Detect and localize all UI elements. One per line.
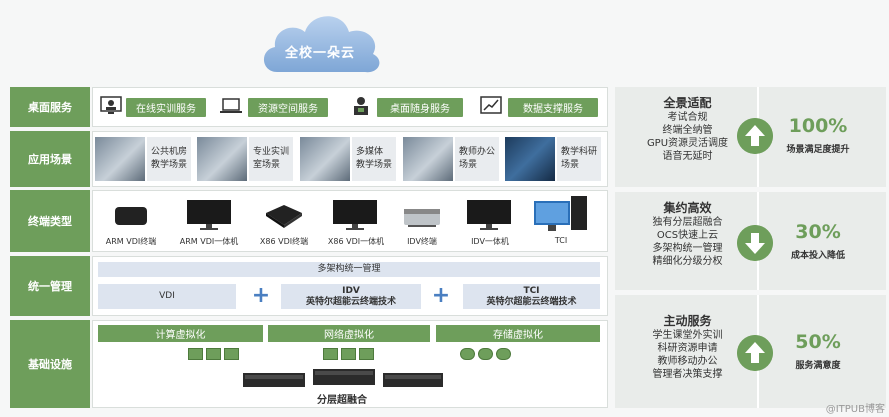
panel-2-percent: 30% [795,221,841,243]
panel-3-line: 管理者决策支撑 [652,369,723,380]
panel-3-percent: 50% [795,331,841,353]
arrow-down-icon [737,225,773,261]
panel-1-text: 全景适配 考试合规 终端全纳管 GPU资源灵活调度 语音无延时 [620,95,755,163]
scene-public-computer-room: 公共机房教学场景 [147,137,192,181]
network-chip-icon [341,348,356,360]
multi-arch-unified-management: 多架构统一管理 [98,262,600,277]
device-arm-vdi-all-in-one: ARM VDI一体机 [179,237,239,246]
user-desktop-icon [354,97,368,115]
device-x86-vdi-all-in-one: X86 VDI一体机 [327,237,385,246]
arm-vdi-monitor-icon [187,200,231,230]
panel-2-line: 精细化分级分权 [652,256,723,267]
x86-vdi-monitor-icon [333,200,377,230]
training-room-photo [197,137,247,181]
multimedia-classroom-photo [300,137,350,181]
service-online-training: 在线实训服务 [126,98,206,117]
panel-3-line: 科研资源申请 [657,343,718,354]
panel-1-line: 终端全纳管 [662,125,713,136]
server-rack-icon [243,369,443,387]
panel-1-result: 场景满足度提升 [786,145,850,155]
compute-virtualization: 计算虚拟化 [98,325,263,342]
device-idv-terminal: IDV终端 [407,237,437,246]
tci-workstation-icon [534,196,587,231]
cpu-chip-icon [224,348,239,360]
panel-3-line: 学生课堂外实训 [652,330,723,341]
panel-2-result: 成本投入降低 [790,251,845,261]
row-label-terminal-types: 终端类型 [10,190,90,252]
storage-virtualization: 存储虚拟化 [436,325,600,342]
row-label-application-scenarios: 应用场景 [10,131,90,187]
idv-monitor-icon [467,200,511,230]
storage-disk-icon [496,348,511,360]
panel-2-line: 独有分层超融合 [652,217,723,228]
device-idv-all-in-one: IDV一体机 [471,237,509,246]
laptop-icon [220,98,242,113]
panel-3-line: 教师移动办公 [657,356,718,367]
online-training-icon [100,96,122,114]
data-chart-icon [480,96,502,114]
scene-research-teaching: 教学科研场景 [557,137,602,181]
device-tci: TCI [554,236,568,245]
panel-1-percent: 100% [788,115,848,137]
idv-box-icon [404,209,440,227]
scene-multimedia-classroom: 多媒体教学场景 [352,137,397,181]
arrow-up-icon [737,118,773,154]
teacher-office-photo [403,137,453,181]
device-x86-vdi-terminal: X86 VDI终端 [259,237,309,246]
plus-icon: + [431,283,451,308]
service-portable-desktop: 桌面随身服务 [377,98,463,117]
cpu-chip-icon [188,348,203,360]
network-virtualization: 网络虚拟化 [268,325,430,342]
service-resource-space: 资源空间服务 [248,98,328,117]
public-computer-room-photo [95,137,145,181]
storage-disk-icon [460,348,475,360]
mgmt-vdi: VDI [98,284,236,309]
cloud-shape [263,16,380,73]
cpu-chip-icon [206,348,221,360]
panel-3-title: 主动服务 [663,314,712,328]
panel-1-line: 语音无延时 [662,151,713,162]
panel-2-text: 集约高效 独有分层超融合 OCS快速上云 多架构统一管理 精细化分级分权 [620,200,755,268]
panel-2-title: 集约高效 [663,201,712,215]
network-chip-icon [323,348,338,360]
scene-teacher-office: 教师办公场景 [455,137,500,181]
panel-1-title: 全景适配 [663,96,712,110]
layered-hyperconverged: 分层超融合 [317,395,367,406]
service-data-support: 数据支撑服务 [508,98,598,117]
arrow-up-icon [737,335,773,371]
device-arm-vdi-terminal: ARM VDI终端 [105,237,157,246]
storage-disk-icon [478,348,493,360]
panel-2-line: OCS快速上云 [656,230,719,241]
row-label-infrastructure: 基础设施 [10,320,90,408]
scene-training-room: 专业实训室场景 [249,137,294,181]
cloud-label: 全校一朵云 [284,46,355,61]
panel-2-line: 多架构统一管理 [652,243,723,254]
watermark: @ITPUB博客 [825,404,885,415]
arm-vdi-box-icon [115,207,147,225]
x86-vdi-box-icon [266,205,302,228]
panel-1-line: GPU资源灵活调度 [646,138,729,149]
network-chip-icon [359,348,374,360]
panel-1-line: 考试合规 [667,112,708,123]
panel-3-text: 主动服务 学生课堂外实训 科研资源申请 教师移动办公 管理者决策支撑 [620,313,755,381]
plus-icon: + [251,283,271,308]
research-teaching-photo [505,137,555,181]
row-label-unified-management: 统一管理 [10,256,90,316]
panel-3-result: 服务满意度 [795,361,841,371]
row-label-desktop-services: 桌面服务 [10,87,90,127]
